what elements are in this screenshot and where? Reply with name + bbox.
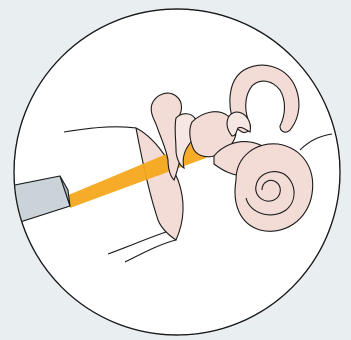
cochlea <box>235 144 313 231</box>
